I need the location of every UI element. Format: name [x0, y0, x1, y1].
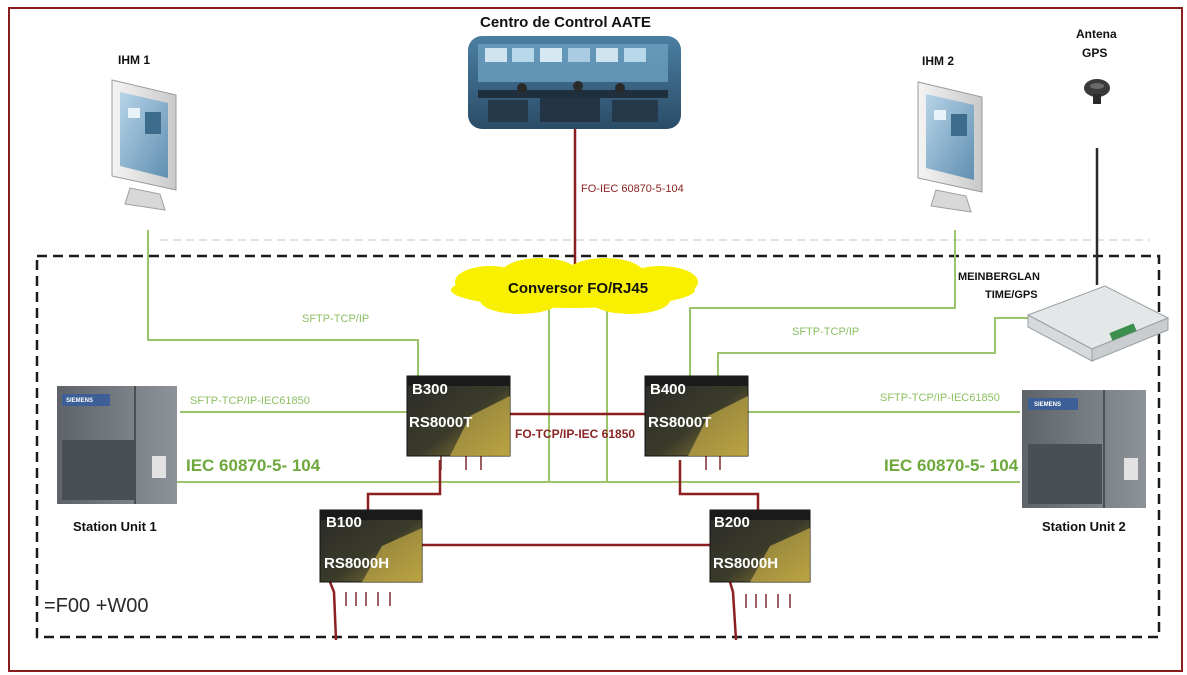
- fo-control-label: FO-IEC 60870-5-104: [581, 183, 684, 195]
- sftp-left-label: SFTP-TCP/IP: [302, 313, 370, 325]
- hmi2-label: IHM 2: [922, 54, 955, 68]
- b100-model: RS8000H: [324, 555, 390, 572]
- zone-boundary: [35, 254, 1161, 639]
- b300-name: B300: [412, 381, 448, 398]
- b200-name: B200: [714, 514, 750, 531]
- b100-name: B100: [326, 514, 362, 531]
- device-b200: [709, 509, 811, 583]
- b300-model: RS8000T: [409, 414, 473, 431]
- station-unit-2-label: Station Unit 2: [1042, 519, 1126, 534]
- sftp-iec-left-label: SFTP-TCP/IP-IEC61850: [190, 395, 310, 407]
- link-b300-b100: [366, 460, 442, 510]
- control-center-image: [468, 36, 681, 129]
- gps-antenna-icon: [1084, 79, 1110, 104]
- hmi2-monitor: [917, 81, 983, 213]
- control-center-label: Centro de Control AATE: [480, 14, 651, 31]
- gps-antenna-label-line1: Antena: [1076, 27, 1117, 41]
- converter-cloud: [451, 258, 698, 314]
- station-unit-1-cabinet: [57, 386, 177, 504]
- meinberg-label-line2: TIME/GPS: [985, 289, 1038, 301]
- sftp-iec-right-label: SFTP-TCP/IP-IEC61850: [880, 392, 1000, 404]
- link-b200-down: [728, 581, 738, 641]
- hmi1-monitor: [111, 79, 177, 211]
- meinberg-device-icon: [1026, 285, 1170, 362]
- iec-right-label: IEC 60870-5- 104: [884, 456, 1019, 475]
- station-unit-1-label: Station Unit 1: [73, 519, 157, 534]
- link-b400-b200: [678, 460, 760, 510]
- siemens-brand-1: SIEMENS: [66, 398, 94, 404]
- b400-name: B400: [650, 381, 686, 398]
- sftp-right-label: SFTP-TCP/IP: [792, 326, 860, 338]
- zone-label: =F00 +W00: [44, 595, 149, 617]
- outer-frame: [8, 7, 1183, 672]
- device-feet: [345, 456, 791, 608]
- device-b400: [644, 375, 749, 457]
- link-hmi1-b300: [147, 230, 419, 376]
- red-links: [328, 128, 760, 641]
- station-unit-2-cabinet: [1022, 390, 1146, 508]
- device-b100: [319, 509, 423, 583]
- b400-model: RS8000T: [648, 414, 712, 431]
- iec-left-label: IEC 60870-5- 104: [186, 456, 321, 475]
- green-links: [147, 230, 1035, 483]
- b200-model: RS8000H: [713, 555, 779, 572]
- meinberg-label-line1: MEINBERGLAN: [958, 271, 1040, 283]
- link-b100-down: [328, 581, 338, 641]
- converter-label: Conversor FO/RJ45: [508, 280, 649, 297]
- device-b300: [406, 375, 511, 457]
- gps-antenna-label-line2: GPS: [1082, 46, 1108, 60]
- siemens-brand-2: SIEMENS: [1034, 402, 1062, 408]
- fo-tcp-iec-label: FO-TCP/IP-IEC 61850: [515, 427, 636, 441]
- link-hmi2-b400: [689, 230, 956, 376]
- hmi1-label: IHM 1: [118, 53, 151, 67]
- link-meinberg-b400: [717, 317, 1035, 376]
